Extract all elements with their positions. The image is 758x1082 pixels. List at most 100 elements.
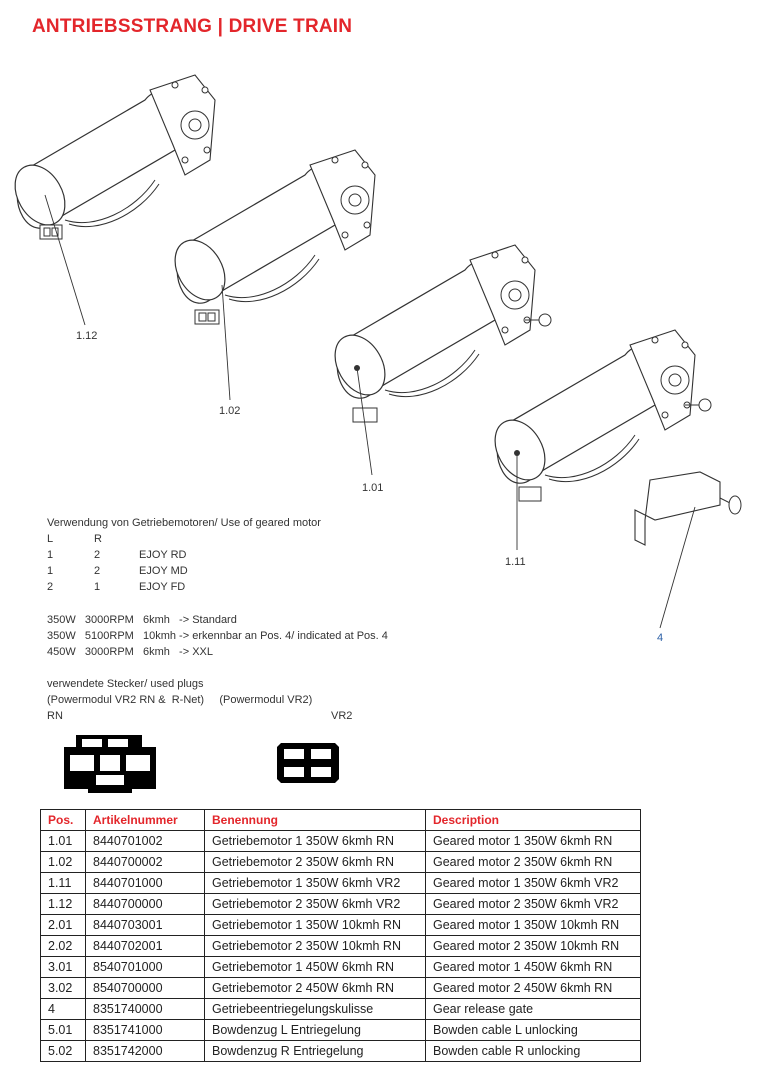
cell-pos: 4 xyxy=(40,998,86,1020)
cell-article-number: 8351741000 xyxy=(85,1019,205,1041)
col-pos: Pos. xyxy=(40,809,86,831)
col-benennung: Benennung xyxy=(204,809,426,831)
vr2-plug-icon xyxy=(277,743,339,783)
cell-description: Geared motor 1 450W 6kmh RN xyxy=(425,956,641,978)
cell-article-number: 8440703001 xyxy=(85,914,205,936)
cell-description: Geared motor 2 350W 10kmh RN xyxy=(425,935,641,957)
cell-pos: 2.01 xyxy=(40,914,86,936)
cell-description: Geared motor 2 350W 6kmh VR2 xyxy=(425,893,641,915)
spec-row: 350W 3000RPM 6kmh -> Standard xyxy=(47,614,237,626)
cell-pos: 3.02 xyxy=(40,977,86,999)
cell-benennung: Getriebemotor 2 350W 6kmh VR2 xyxy=(204,893,426,915)
cell-pos: 1.12 xyxy=(40,893,86,915)
cell-article-number: 8440700000 xyxy=(85,893,205,915)
cell-pos: 1.01 xyxy=(40,830,86,852)
usage-col-r: R xyxy=(94,533,102,545)
usage-r: 2 xyxy=(94,565,101,577)
plugs-subheading: (Powermodul VR2 RN & R-Net) (Powermodul … xyxy=(47,694,313,706)
callout-1-12: 1.12 xyxy=(76,330,98,342)
cell-description: Geared motor 1 350W 6kmh VR2 xyxy=(425,872,641,894)
usage-row: 1 2 EJOY RD xyxy=(47,547,321,563)
cell-pos: 5.01 xyxy=(40,1019,86,1041)
usage-block: Verwendung von Getriebemotoren/ Use of g… xyxy=(47,515,321,595)
cell-description: Bowden cable L unlocking xyxy=(425,1019,641,1041)
callout-1-11: 1.11 xyxy=(505,556,526,568)
cell-benennung: Getriebemotor 2 450W 6kmh RN xyxy=(204,977,426,999)
spec-row: 450W 3000RPM 6kmh -> XXL xyxy=(47,646,213,658)
cell-article-number: 8540701000 xyxy=(85,956,205,978)
motor-drawing xyxy=(4,74,742,629)
plug-label-rn: RN xyxy=(47,710,63,722)
usage-l: 1 xyxy=(47,565,54,577)
cell-description: Geared motor 2 450W 6kmh RN xyxy=(425,977,641,999)
table-header-row: Pos. Artikelnummer Benennung Description xyxy=(40,809,641,831)
cell-benennung: Getriebemotor 1 350W 6kmh VR2 xyxy=(204,872,426,894)
cell-article-number: 8540700000 xyxy=(85,977,205,999)
spec-row: 350W 5100RPM 10kmh -> erkennbar an Pos. … xyxy=(47,630,388,642)
motor-1-02 xyxy=(164,149,376,325)
plug-label-vr2: VR2 xyxy=(331,710,353,722)
parts-table: Pos. Artikelnummer Benennung Description… xyxy=(40,809,641,1062)
usage-model: EJOY FD xyxy=(139,581,186,593)
plugs-heading: verwendete Stecker/ used plugs xyxy=(47,678,204,690)
cell-pos: 1.11 xyxy=(40,872,86,894)
cell-pos: 1.02 xyxy=(40,851,86,873)
callout-1-01: 1.01 xyxy=(362,482,384,494)
cell-benennung: Getriebeentriegelungskulisse xyxy=(204,998,426,1020)
gear-release-gate xyxy=(634,471,742,546)
cell-benennung: Getriebemotor 2 350W 6kmh RN xyxy=(204,851,426,873)
cell-article-number: 8351742000 xyxy=(85,1040,205,1062)
cell-benennung: Getriebemotor 1 350W 6kmh RN xyxy=(204,830,426,852)
cell-article-number: 8440701000 xyxy=(85,872,205,894)
cell-pos: 3.01 xyxy=(40,956,86,978)
cell-article-number: 8351740000 xyxy=(85,998,205,1020)
page-title: ANTRIEBSSTRANG | DRIVE TRAIN xyxy=(32,16,353,37)
cell-description: Geared motor 1 350W 10kmh RN xyxy=(425,914,641,936)
usage-col-l: L xyxy=(47,533,54,545)
cell-benennung: Getriebemotor 1 350W 10kmh RN xyxy=(204,914,426,936)
cell-description: Geared motor 2 350W 6kmh RN xyxy=(425,851,641,873)
cell-benennung: Bowdenzug R Entriegelung xyxy=(204,1040,426,1062)
cell-article-number: 8440700002 xyxy=(85,851,205,873)
col-article-number: Artikelnummer xyxy=(85,809,205,831)
cell-benennung: Getriebemotor 2 350W 10kmh RN xyxy=(204,935,426,957)
usage-model: EJOY MD xyxy=(139,565,188,577)
callout-4: 4 xyxy=(657,632,664,644)
usage-l: 2 xyxy=(47,581,54,593)
usage-header-row: L R xyxy=(47,531,321,547)
col-description: Description xyxy=(425,809,641,831)
specs-block: 350W 3000RPM 6kmh -> Standard 350W 5100R… xyxy=(47,612,388,660)
cell-pos: 5.02 xyxy=(40,1040,86,1062)
callout-1-02: 1.02 xyxy=(219,405,241,417)
usage-heading: Verwendung von Getriebemotoren/ Use of g… xyxy=(47,517,321,529)
cell-article-number: 8440702001 xyxy=(85,935,205,957)
cell-description: Bowden cable R unlocking xyxy=(425,1040,641,1062)
cell-article-number: 8440701002 xyxy=(85,830,205,852)
usage-r: 2 xyxy=(94,549,101,561)
rn-plug-icon xyxy=(64,735,156,793)
cell-pos: 2.02 xyxy=(40,935,86,957)
motor-1-11 xyxy=(484,329,712,502)
motor-1-12 xyxy=(4,74,216,240)
usage-model: EJOY RD xyxy=(139,549,187,561)
usage-r: 1 xyxy=(94,581,101,593)
motor-1-01 xyxy=(324,244,552,423)
plugs-block: verwendete Stecker/ used plugs (Powermod… xyxy=(47,676,367,724)
cell-benennung: Bowdenzug L Entriegelung xyxy=(204,1019,426,1041)
usage-row: 1 2 EJOY MD xyxy=(47,563,321,579)
cell-benennung: Getriebemotor 1 450W 6kmh RN xyxy=(204,956,426,978)
usage-row: 2 1 EJOY FD xyxy=(47,579,321,595)
cell-description: Geared motor 1 350W 6kmh RN xyxy=(425,830,641,852)
usage-l: 1 xyxy=(47,549,54,561)
